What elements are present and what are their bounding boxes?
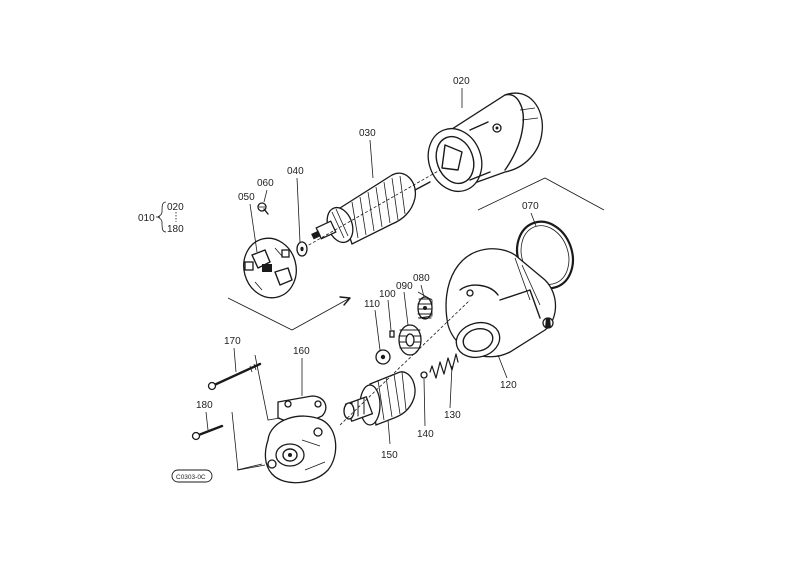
label-070: 070 [522, 201, 539, 212]
label-020: 020 [453, 76, 470, 87]
label-090: 090 [396, 281, 413, 292]
label-030: 030 [359, 128, 376, 139]
leader-040 [296, 177, 301, 243]
label-110: 110 [364, 299, 380, 310]
armature-030[interactable] [311, 172, 431, 246]
label-180: 180 [196, 400, 213, 411]
leader-150 [387, 419, 391, 445]
label-010-sub-020: 020 [167, 202, 184, 213]
pinion-clutch-150[interactable] [343, 371, 416, 426]
gear-080[interactable] [417, 296, 433, 320]
reference-code-text: C0303-0C [176, 474, 206, 481]
label-150: 150 [381, 450, 398, 461]
label-170: 170 [224, 336, 241, 347]
label-060: 060 [257, 178, 274, 189]
gear-090[interactable] [398, 324, 422, 356]
rear-assembly-frame [227, 297, 351, 331]
leader-050 [249, 203, 258, 253]
gear-110[interactable] [375, 349, 391, 365]
label-040: 040 [287, 166, 304, 177]
label-140: 140 [417, 429, 434, 440]
leader-110 [374, 309, 381, 351]
screw-060[interactable] [257, 202, 269, 215]
reference-code-stamp: C0303-0C [171, 469, 213, 483]
leader-060 [263, 189, 268, 203]
leader-120 [497, 354, 508, 379]
leader-090 [403, 291, 409, 326]
brush-holder-050[interactable] [237, 232, 303, 303]
label-050: 050 [238, 192, 255, 203]
thrust-washer-040[interactable] [296, 241, 308, 257]
label-010: 010 [138, 213, 155, 224]
label-160: 160 [293, 346, 310, 357]
leader-030 [369, 139, 374, 179]
drive-housing-120[interactable] [445, 248, 557, 362]
ball-140[interactable] [420, 371, 428, 379]
leader-130 [449, 365, 453, 409]
pin-100[interactable] [389, 330, 395, 338]
frame-arrow [339, 296, 351, 306]
leader-140 [423, 378, 426, 427]
label-010-sub-180: 180 [167, 224, 184, 235]
bolt-180[interactable] [191, 424, 224, 441]
bolt-frame-180 [231, 411, 266, 471]
label-130: 130 [444, 410, 461, 421]
leader-070 [530, 212, 537, 227]
front-bracket-160[interactable] [264, 395, 337, 484]
drive-axis-line [339, 299, 471, 426]
label-100: 100 [379, 289, 396, 300]
bolt-frame-connector [236, 463, 263, 471]
leader-080 [420, 284, 425, 298]
drive-parts-frame [417, 291, 433, 319]
yoke-housing-020[interactable] [420, 92, 543, 199]
spring-130[interactable] [429, 353, 459, 379]
leader-100 [387, 299, 392, 331]
through-bolt-170[interactable] [207, 362, 262, 391]
label-120: 120 [500, 380, 517, 391]
label-080: 080 [413, 273, 430, 284]
leader-170 [233, 347, 237, 373]
drive-housing-frame [477, 177, 605, 211]
armature-axis-line [299, 169, 441, 251]
assembly-bracket-010 [156, 201, 177, 233]
bolt-frame-170 [254, 354, 281, 421]
leader-180 [205, 411, 209, 431]
